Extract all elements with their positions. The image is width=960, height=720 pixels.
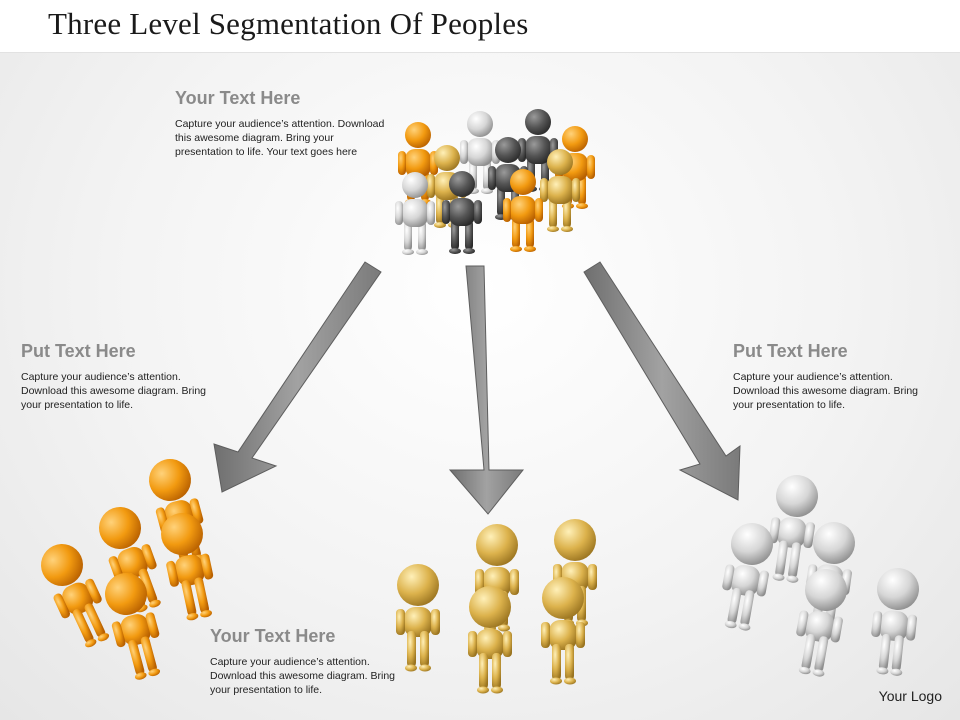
- bottom-heading: Your Text Here: [210, 626, 336, 646]
- top-crowd: [395, 109, 595, 255]
- right-body: Capture your audience’s attention. Downl…: [733, 371, 919, 411]
- gold-group: [396, 519, 597, 694]
- person-figure: [867, 565, 923, 678]
- person-figure: [468, 586, 512, 694]
- orange-group: [33, 454, 222, 684]
- person-figure: [541, 577, 585, 685]
- person-figure: [156, 508, 222, 624]
- bottom-text-block: Your Text Here Capture your audience’s a…: [210, 626, 410, 697]
- page-title: Three Level Segmentation Of Peoples: [48, 6, 529, 41]
- right-heading: Put Text Here: [733, 341, 848, 361]
- bottom-body: Capture your audience’s attention. Downl…: [210, 656, 396, 696]
- arrow-center: [448, 265, 525, 515]
- left-text-block: Put Text Here Capture your audience’s at…: [21, 341, 221, 412]
- top-text-block: Your Text Here Capture your audience’s a…: [175, 88, 393, 159]
- top-heading: Your Text Here: [175, 88, 301, 108]
- person-figure: [715, 519, 778, 634]
- person-figure: [789, 565, 852, 680]
- top-body: Capture your audience’s attention. Downl…: [175, 118, 385, 158]
- right-text-block: Put Text Here Capture your audience’s at…: [733, 341, 933, 412]
- silver-group: [715, 472, 923, 680]
- title-bar: Three Level Segmentation Of Peoples: [0, 0, 960, 53]
- arrow-right: [583, 261, 741, 501]
- left-body: Capture your audience’s attention. Downl…: [21, 371, 207, 411]
- logo-text: Your Logo: [878, 688, 942, 704]
- arrow-left: [213, 261, 382, 493]
- person-figure: [99, 568, 170, 684]
- left-heading: Put Text Here: [21, 341, 136, 361]
